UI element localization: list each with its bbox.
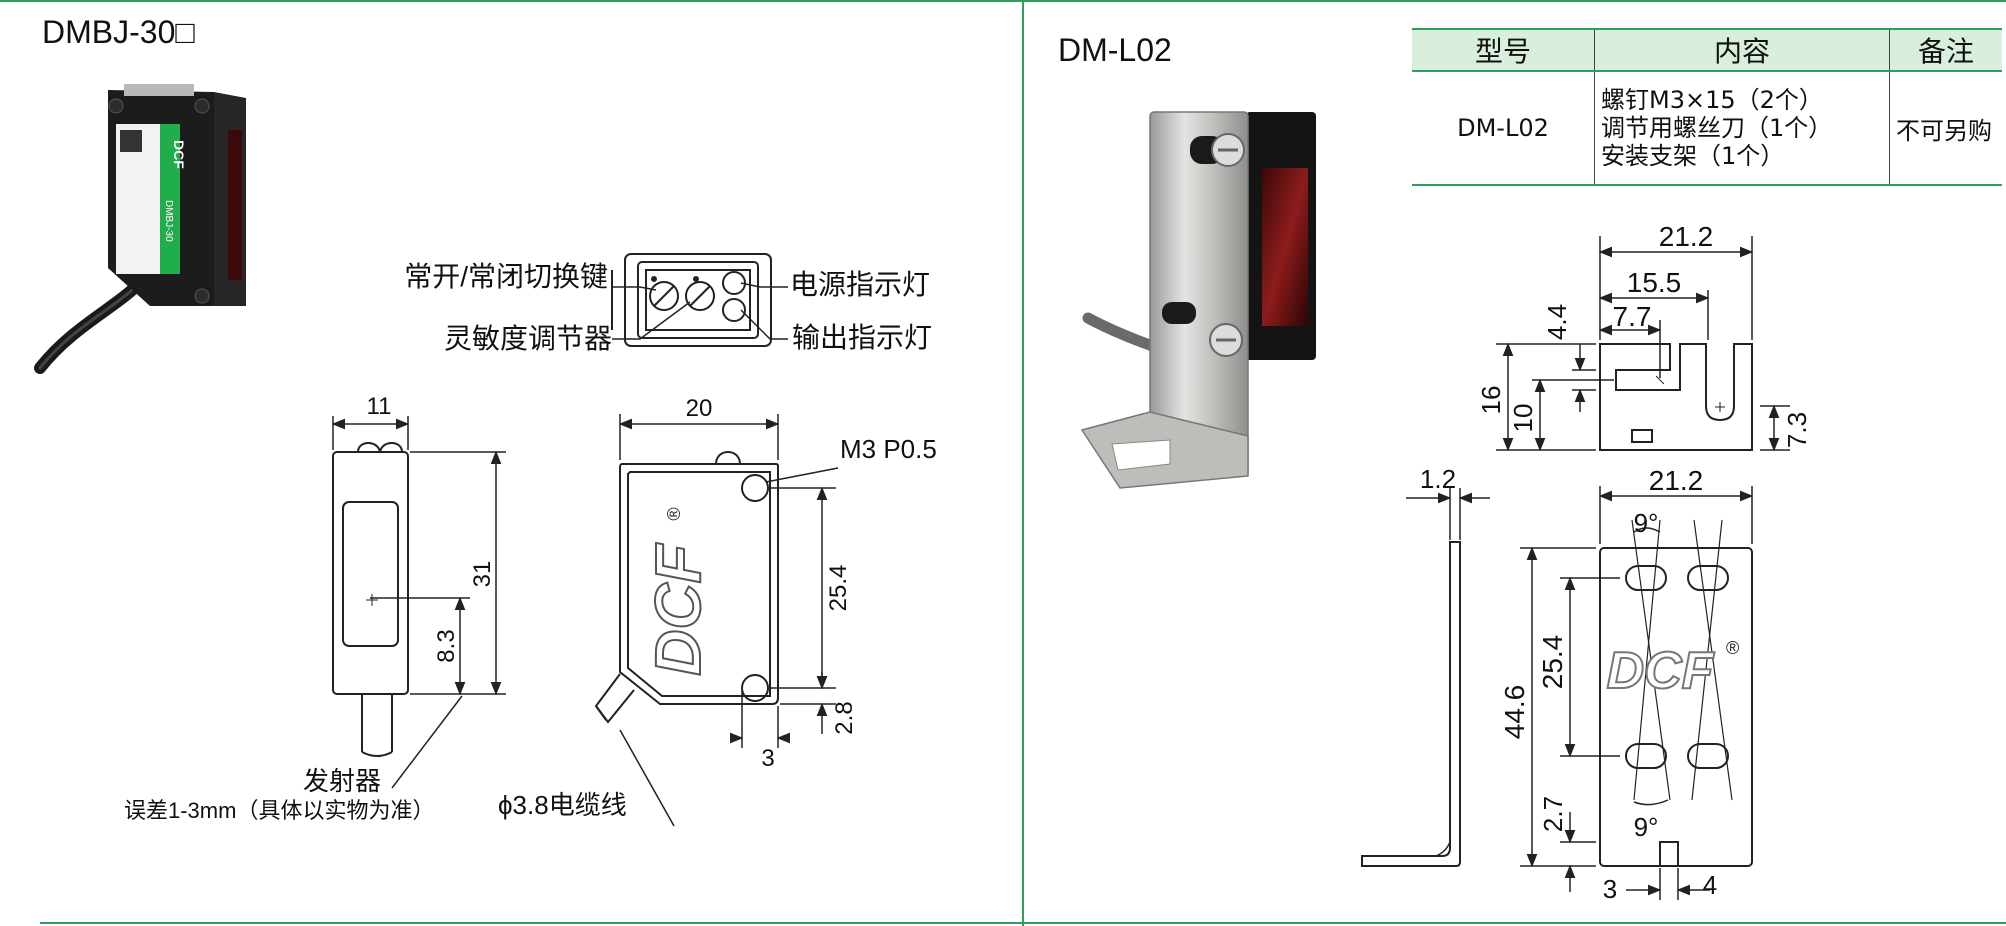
- bf-dim-width: 21.2: [1649, 465, 1704, 496]
- bs-dim-thickness: 1.2: [1420, 464, 1456, 494]
- bracket-front-view: [1599, 519, 1753, 867]
- tolerance-note: 误差1-3mm（具体以实物为准）: [124, 798, 434, 823]
- bracket-side-dims: [1406, 488, 1490, 540]
- bt-dim-slot-depth: 15.5: [1627, 267, 1682, 298]
- bracket-top-dims: [1496, 236, 1790, 452]
- content-line: 调节用螺丝刀（1个）: [1601, 114, 1833, 142]
- accessory-table: 型号 内容 备注 DM-L02 螺钉M3×15（2个） 调节用螺丝刀（1个） 安…: [1412, 28, 2002, 186]
- bracket-top-view: [1599, 343, 1753, 451]
- bf-dim-right: 4: [1703, 870, 1717, 900]
- top-rule: [0, 0, 2006, 2]
- switch-label: 常开/常闭切换键: [404, 261, 608, 292]
- sensitivity-label: 灵敏度调节器: [444, 323, 612, 354]
- front-dim-hole-spacing: 25.4: [825, 565, 852, 612]
- front-dim-hole-side: 3: [761, 745, 774, 772]
- bt-dim-height: 16: [1476, 386, 1506, 415]
- bt-dim-width: 21.2: [1659, 221, 1714, 252]
- header-contents: 内容: [1594, 28, 1890, 72]
- sensor-photo: DCF DMBJ-30: [34, 84, 246, 374]
- front-logo: DCF: [642, 542, 714, 675]
- left-panel-title: DMBJ-30□: [42, 14, 195, 50]
- power-led-label: 电源指示灯: [790, 269, 930, 300]
- bracket-front-dims: [1520, 486, 1754, 900]
- table-header-row: 型号 内容 备注: [1412, 28, 2002, 72]
- cell-contents: 螺钉M3×15（2个） 调节用螺丝刀（1个） 安装支架（1个）: [1594, 71, 1890, 186]
- top-view-leaders: [612, 282, 788, 340]
- bt-dim-slot-height: 10: [1508, 404, 1538, 433]
- header-remark: 备注: [1889, 28, 2002, 72]
- cell-model: DM-L02: [1412, 71, 1595, 186]
- content-line: 螺钉M3×15（2个）: [1601, 86, 1823, 114]
- table-row: DM-L02 螺钉M3×15（2个） 调节用螺丝刀（1个） 安装支架（1个） 不…: [1412, 71, 2002, 186]
- emitter-label: 发射器: [303, 766, 381, 796]
- bf-registered: ®: [1726, 638, 1739, 658]
- thread-label: M3 P0.5: [840, 434, 937, 464]
- front-dim-width: 20: [686, 395, 713, 422]
- side-dim-width: 11: [367, 393, 392, 420]
- photo-model: DMBJ-30: [163, 200, 174, 242]
- side-dim-emitter: 8.3: [433, 629, 460, 662]
- content-line: 安装支架（1个）: [1601, 142, 1785, 170]
- right-panel-title: DM-L02: [1058, 32, 1172, 68]
- bf-dim-left: 3: [1603, 874, 1617, 904]
- bf-dim-angle-top: 9°: [1634, 508, 1659, 538]
- bt-dim-notch: 7.3: [1782, 412, 1812, 448]
- bf-dim-angle-bottom: 9°: [1634, 812, 1659, 842]
- front-view: [594, 451, 779, 724]
- front-registered: ®: [664, 507, 684, 520]
- bf-dim-hole-spacing: 25.4: [1537, 635, 1568, 690]
- front-dim-hole-bottom: 2.8: [831, 701, 858, 734]
- bf-dim-height: 44.6: [1499, 685, 1530, 740]
- photo-brand: DCF: [171, 140, 187, 169]
- side-view-dims: [331, 416, 506, 789]
- bf-dim-bottom: 2.7: [1538, 796, 1568, 832]
- side-view: [332, 442, 409, 757]
- bt-dim-slot-center: 7.7: [1613, 301, 1652, 332]
- bf-logo: DCF: [1607, 642, 1715, 700]
- panel-divider: [1022, 0, 1024, 926]
- header-model: 型号: [1412, 28, 1595, 72]
- side-dim-height: 31: [469, 561, 496, 588]
- cell-remark: 不可另购: [1889, 71, 2002, 186]
- bracket-side-view: [1361, 541, 1461, 867]
- front-view-dims: [618, 414, 839, 827]
- output-led-label: 输出指示灯: [792, 322, 932, 353]
- cable-label: ϕ3.8电缆线: [498, 790, 627, 820]
- bracket-photo: [1080, 111, 1316, 489]
- top-view: [611, 253, 772, 347]
- bt-dim-slot-width: 4.4: [1542, 304, 1572, 340]
